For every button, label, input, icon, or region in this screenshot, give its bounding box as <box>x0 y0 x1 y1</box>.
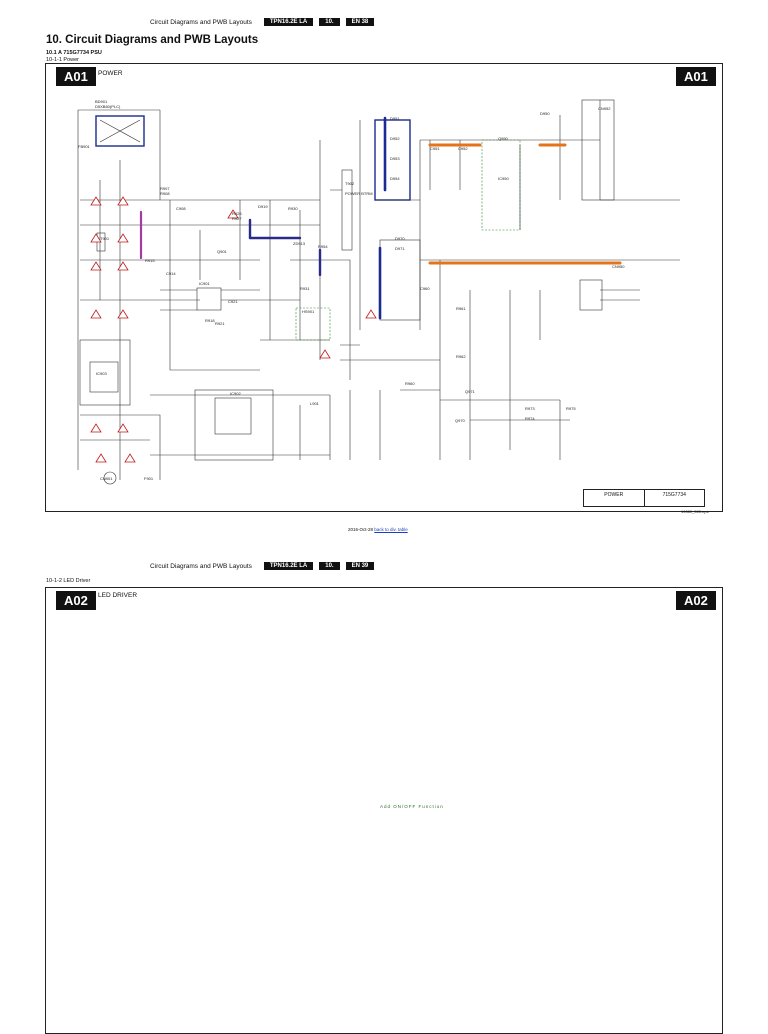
header-section-2: 10. <box>319 562 340 570</box>
sheet-title: POWER <box>98 70 123 77</box>
date-line: 2016-Oct-28 back to div. table <box>348 527 408 532</box>
file-name: 19080_500.eps <box>681 509 709 514</box>
header-title-2: Circuit Diagrams and PWB Layouts <box>150 562 252 570</box>
schematic-frame-a02 <box>45 587 723 1034</box>
subsection-heading: 10-1-1 Power <box>46 57 80 63</box>
sheet-title-2: LED DRIVER <box>98 592 138 599</box>
title-block-number: 715G7734 <box>662 492 686 498</box>
header-page-2: EN 39 <box>345 562 375 570</box>
sheet-code-left-2: A02 <box>56 591 96 610</box>
sheet-code-right-2: A02 <box>676 591 716 610</box>
page-title: 10. Circuit Diagrams and PWB Layouts <box>46 34 259 46</box>
date-text: 2016-Oct-28 <box>348 527 374 532</box>
page-header-2: Circuit Diagrams and PWB Layouts TPN16.2… <box>150 561 375 571</box>
sheet-code-right: A01 <box>676 67 716 86</box>
header-model: TPN16.2E LA <box>263 18 314 26</box>
title-block: POWER 715G7734 <box>583 489 705 507</box>
header-title: Circuit Diagrams and PWB Layouts <box>150 18 252 26</box>
onoff-box-title: Add ON/OFF Function <box>380 804 444 809</box>
sheet-code-left: A01 <box>56 67 96 86</box>
header-section: 10. <box>319 18 340 26</box>
back-link[interactable]: back to div. table <box>374 527 408 532</box>
header-page: EN 38 <box>345 18 375 26</box>
title-block-name: POWER <box>584 490 645 506</box>
schematic-frame-a01 <box>45 63 723 512</box>
section-heading: 10.1 A 715G7734 PSU <box>46 50 102 56</box>
page-header-1: Circuit Diagrams and PWB Layouts TPN16.2… <box>150 17 375 27</box>
header-model-2: TPN16.2E LA <box>263 562 314 570</box>
subsection-heading-2: 10-1-2 LED Driver <box>46 578 91 584</box>
